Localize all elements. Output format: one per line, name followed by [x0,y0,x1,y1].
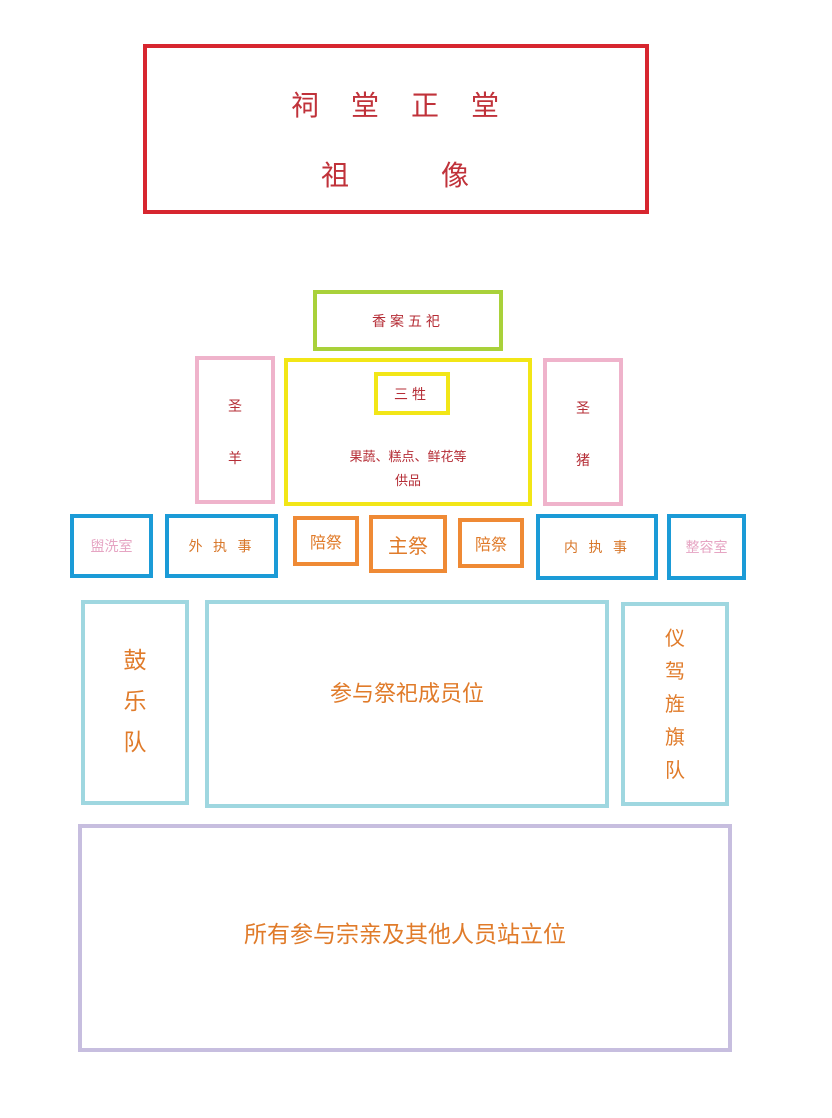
main-sacrifice-box: 主祭 [369,515,447,573]
accompany-left-box: 陪祭 [293,516,359,566]
offerings-line-1: 果蔬、糕点、鲜花等 [349,450,467,465]
incense-table-box: 香案五祀 [313,290,503,351]
band-char-1: 鼓 [123,648,147,674]
accompany-right-box: 陪祭 [458,518,524,568]
wash-room-box: 盥洗室 [70,514,153,578]
inner-steward-label: 内 执 事 [564,540,630,556]
ancestor-portrait-label: 祖 像 [320,159,471,192]
sheep-char-1: 圣 [228,399,242,415]
main-hall-box: 祠 堂 正 堂 祖 像 [143,44,649,214]
honor-guard-char-3: 旌 [665,691,685,716]
outer-steward-label: 外 执 事 [188,539,255,555]
band-char-2: 乐 [123,689,147,715]
wash-room-label: 盥洗室 [90,539,133,555]
outer-steward-box: 外 执 事 [165,514,278,578]
offerings-line-2: 供品 [394,474,421,489]
accompany-left-label: 陪祭 [309,533,342,552]
all-attendees-label: 所有参与宗亲及其他人员站立位 [244,922,566,948]
honor-guard-char-5: 队 [665,757,685,782]
sacred-pig-box: 圣 猪 [543,358,623,506]
offerings-box: 果蔬、糕点、鲜花等 供品 [284,358,532,506]
pig-char-1: 圣 [576,401,590,417]
accompany-right-label: 陪祭 [474,535,507,554]
honor-guard-char-1: 仪 [665,625,685,650]
incense-table-label: 香案五祀 [372,313,444,330]
three-sacrifices-box: 三牲 [374,372,450,415]
sacred-sheep-box: 圣 羊 [195,356,275,504]
grooming-room-box: 整容室 [667,514,746,580]
honor-guard-box: 仪 驾 旌 旗 队 [621,602,729,806]
members-box: 参与祭祀成员位 [205,600,609,808]
all-attendees-box: 所有参与宗亲及其他人员站立位 [78,824,732,1052]
honor-guard-char-2: 驾 [665,658,685,683]
main-hall-title: 祠 堂 正 堂 [290,89,501,122]
main-sacrifice-label: 主祭 [388,533,428,558]
band-box: 鼓 乐 队 [81,600,189,805]
members-label: 参与祭祀成员位 [329,682,484,707]
band-char-3: 队 [123,730,147,756]
inner-steward-box: 内 执 事 [536,514,658,580]
sheep-char-2: 羊 [228,451,242,467]
grooming-room-label: 整容室 [685,540,728,556]
pig-char-2: 猪 [576,453,590,469]
three-sacrifices-label: 三牲 [394,386,430,403]
honor-guard-char-4: 旗 [665,724,685,749]
